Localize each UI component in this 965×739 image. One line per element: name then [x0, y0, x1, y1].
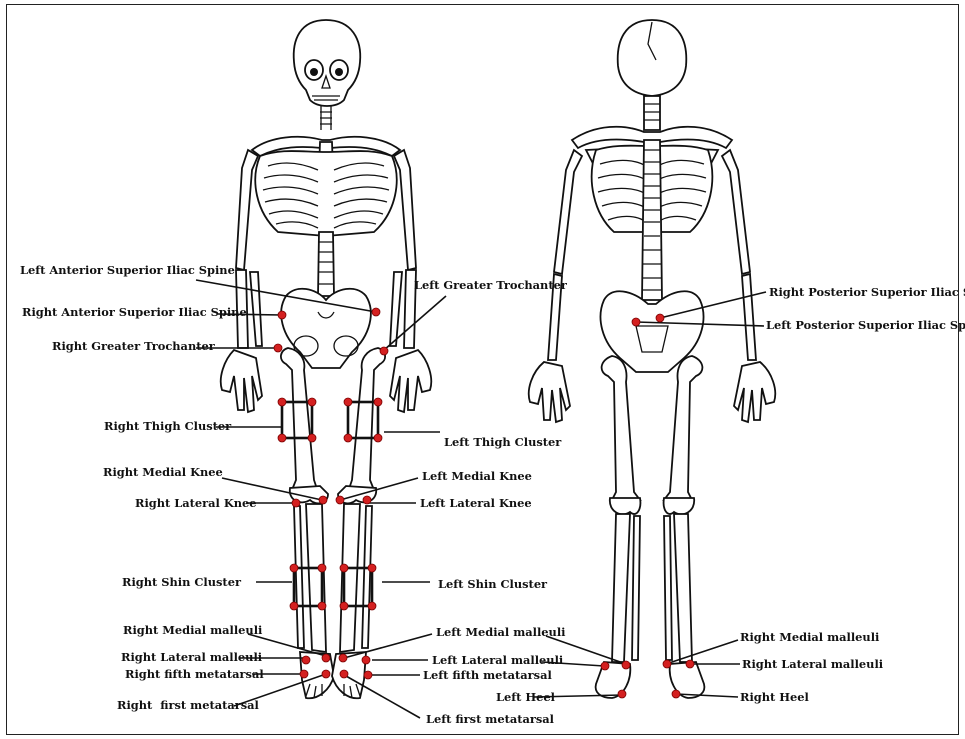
posterior-skeleton	[529, 20, 775, 698]
marker-left-medial-knee	[336, 496, 344, 504]
label-left-psis: Left Posterior Superior Iliac Spine	[766, 319, 965, 332]
marker-right-thigh-4	[308, 434, 316, 442]
label-left-medial-malleoli: Left Medial malleuli	[436, 626, 565, 639]
label-left-first-metatarsal: Left first metatarsal	[426, 713, 554, 726]
marker-back-left-lateral-malleoli	[601, 662, 609, 670]
marker-right-thigh-3	[278, 434, 286, 442]
label-left-medial-knee: Left Medial Knee	[422, 470, 532, 483]
marker-right-lateral-knee	[292, 499, 300, 507]
marker-back-right-lateral-malleoli	[686, 660, 694, 668]
marker-left-first-metatarsal	[340, 670, 348, 678]
marker-left-asis	[372, 308, 380, 316]
label-right-fifth-metatarsal: Right fifth metatarsal	[125, 668, 264, 681]
marker-right-gt	[274, 344, 282, 352]
label-left-shin: Left Shin Cluster	[438, 578, 547, 591]
label-right-thigh: Right Thigh Cluster	[104, 420, 231, 433]
label-right-gt: Right Greater Trochanter	[52, 340, 215, 353]
label-right-first-metatarsal: Right first metatarsal	[117, 699, 259, 712]
label-right-medial-knee: Right Medial Knee	[103, 466, 223, 479]
marker-left-shin-1	[340, 564, 348, 572]
anterior-skeleton	[221, 20, 432, 698]
label-back-right-medial-malleoli: Right Medial malleuli	[740, 631, 879, 644]
marker-left-gt	[380, 347, 388, 355]
label-right-medial-malleoli: Right Medial malleuli	[123, 624, 262, 637]
marker-right-first-metatarsal	[322, 670, 330, 678]
marker-left-thigh-4	[374, 434, 382, 442]
marker-left-lateral-knee	[363, 496, 371, 504]
label-left-gt: Left Greater Trochanter	[414, 279, 567, 292]
marker-right-thigh-2	[308, 398, 316, 406]
label-left-fifth-metatarsal: Left fifth metatarsal	[423, 669, 552, 682]
label-right-lateral-malleoli: Right Lateral malleuli	[121, 651, 262, 664]
label-left-lateral-knee: Left Lateral Knee	[420, 497, 532, 510]
marker-right-shin-1	[290, 564, 298, 572]
marker-right-fifth-metatarsal	[300, 670, 308, 678]
label-right-shin: Right Shin Cluster	[122, 576, 241, 589]
marker-right-thigh-1	[278, 398, 286, 406]
marker-left-shin-2	[368, 564, 376, 572]
marker-left-psis	[632, 318, 640, 326]
marker-back-right-medial-malleoli	[663, 660, 671, 668]
marker-left-lateral-malleoli	[362, 656, 370, 664]
label-back-right-lateral-malleoli: Right Lateral malleuli	[742, 658, 883, 671]
marker-left-thigh-3	[344, 434, 352, 442]
label-left-thigh: Left Thigh Cluster	[444, 436, 561, 449]
label-right-psis: Right Posterior Superior Iliac Spine	[769, 286, 965, 299]
marker-right-shin-4	[318, 602, 326, 610]
marker-left-thigh-2	[374, 398, 382, 406]
marker-left-thigh-1	[344, 398, 352, 406]
label-right-asis: Right Anterior Superior Iliac Spine	[22, 306, 247, 319]
marker-left-medial-malleoli	[339, 654, 347, 662]
marker-right-shin-2	[318, 564, 326, 572]
label-left-heel: Left Heel	[496, 691, 555, 704]
marker-left-shin-3	[340, 602, 348, 610]
marker-right-psis	[656, 314, 664, 322]
skull	[294, 20, 361, 106]
label-right-lateral-knee: Right Lateral Knee	[135, 497, 257, 510]
marker-right-medial-knee	[319, 496, 327, 504]
marker-right-lateral-malleoli	[302, 656, 310, 664]
marker-right-shin-3	[290, 602, 298, 610]
marker-right-heel	[672, 690, 680, 698]
marker-left-shin-4	[368, 602, 376, 610]
marker-back-left-medial-malleoli	[622, 661, 630, 669]
marker-right-asis	[278, 311, 286, 319]
marker-left-fifth-metatarsal	[364, 671, 372, 679]
label-right-heel: Right Heel	[740, 691, 809, 704]
label-left-lateral-malleoli: Left Lateral malleuli	[432, 654, 563, 667]
marker-left-heel	[618, 690, 626, 698]
marker-right-medial-malleoli	[322, 654, 330, 662]
label-left-asis: Left Anterior Superior Iliac Spine	[20, 264, 235, 277]
